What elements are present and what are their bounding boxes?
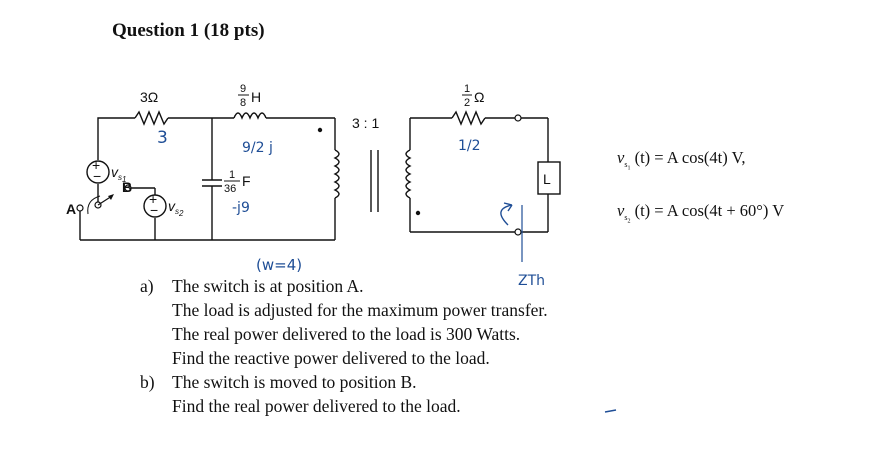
terminal-top bbox=[514, 114, 522, 122]
transformer-primary bbox=[333, 149, 340, 199]
transformer-secondary bbox=[405, 149, 412, 199]
r2-label: 1 2 Ω bbox=[462, 83, 484, 109]
node-b-label: B bbox=[122, 179, 132, 195]
svg-text:F: F bbox=[242, 173, 251, 189]
svg-text:+: + bbox=[92, 157, 100, 173]
equation-vs2: vs2 (t) = A cos(4t + 60°) V bbox=[617, 201, 785, 225]
svg-text:−: − bbox=[150, 202, 158, 218]
r1-label: 3Ω bbox=[140, 89, 158, 105]
equation-vs1: vs1 (t) = A cos(4t) V, bbox=[617, 148, 746, 172]
svg-text:H: H bbox=[251, 89, 261, 105]
resistor-3ohm bbox=[134, 110, 169, 126]
polarity-dot-secondary bbox=[415, 210, 421, 216]
svg-text:−: − bbox=[93, 168, 101, 184]
svg-text:36: 36 bbox=[224, 183, 236, 195]
part-b-line-2: Find the real power delivered to the loa… bbox=[172, 396, 461, 416]
svg-text:+: + bbox=[149, 191, 157, 207]
svg-text:1: 1 bbox=[229, 169, 235, 181]
capacitor-label: 1 36 F bbox=[224, 169, 251, 195]
wire-left-top bbox=[97, 117, 135, 160]
svg-text:Ω: Ω bbox=[474, 89, 484, 105]
load-label: L bbox=[543, 171, 551, 187]
resistor-half-ohm bbox=[451, 110, 486, 126]
load-box bbox=[537, 161, 561, 195]
part-a-line-2: The load is adjusted for the maximum pow… bbox=[172, 300, 548, 320]
note-capacitor: -j9 bbox=[232, 200, 250, 216]
polarity-dot-primary bbox=[317, 127, 323, 133]
note-r1: 3 bbox=[157, 128, 168, 148]
note-inductor: 9/2 j bbox=[242, 140, 273, 156]
part-b-line-1: The switch is moved to position B. bbox=[172, 372, 417, 392]
vs1-label: vs1 bbox=[111, 164, 126, 184]
terminal-bottom bbox=[514, 228, 522, 236]
stray-mark bbox=[604, 409, 617, 413]
note-r2: 1/2 bbox=[458, 138, 481, 154]
note-zth: ZTh bbox=[518, 273, 545, 289]
inductor-9-8H bbox=[233, 112, 267, 120]
node-a-label: A bbox=[66, 201, 76, 217]
note-omega: (w=4) bbox=[256, 256, 302, 274]
inductor-label: 9 8 H bbox=[238, 83, 261, 109]
transformer-ratio: 3 : 1 bbox=[352, 115, 379, 131]
switch bbox=[76, 184, 132, 215]
svg-text:8: 8 bbox=[240, 97, 246, 109]
vs2-label: vs2 bbox=[168, 198, 184, 218]
svg-text:1: 1 bbox=[464, 83, 470, 95]
part-b-label: b) bbox=[140, 372, 155, 392]
handwritten-notes: 3 9/2 j -j9 (w=4) 1/2 ZTh bbox=[157, 128, 617, 413]
part-a-line-3: The real power delivered to the load is … bbox=[172, 324, 521, 344]
source-vs1: + − bbox=[86, 157, 110, 184]
part-a-line-4: Find the reactive power delivered to the… bbox=[172, 348, 490, 368]
source-vs2: + − bbox=[143, 191, 167, 218]
zth-arrow bbox=[500, 202, 513, 226]
question-title: Question 1 (18 pts) bbox=[112, 20, 265, 41]
part-a-line-1: The switch is at position A. bbox=[172, 276, 364, 296]
svg-text:9: 9 bbox=[240, 83, 246, 95]
svg-text:2: 2 bbox=[464, 97, 470, 109]
part-a-label: a) bbox=[140, 276, 154, 296]
